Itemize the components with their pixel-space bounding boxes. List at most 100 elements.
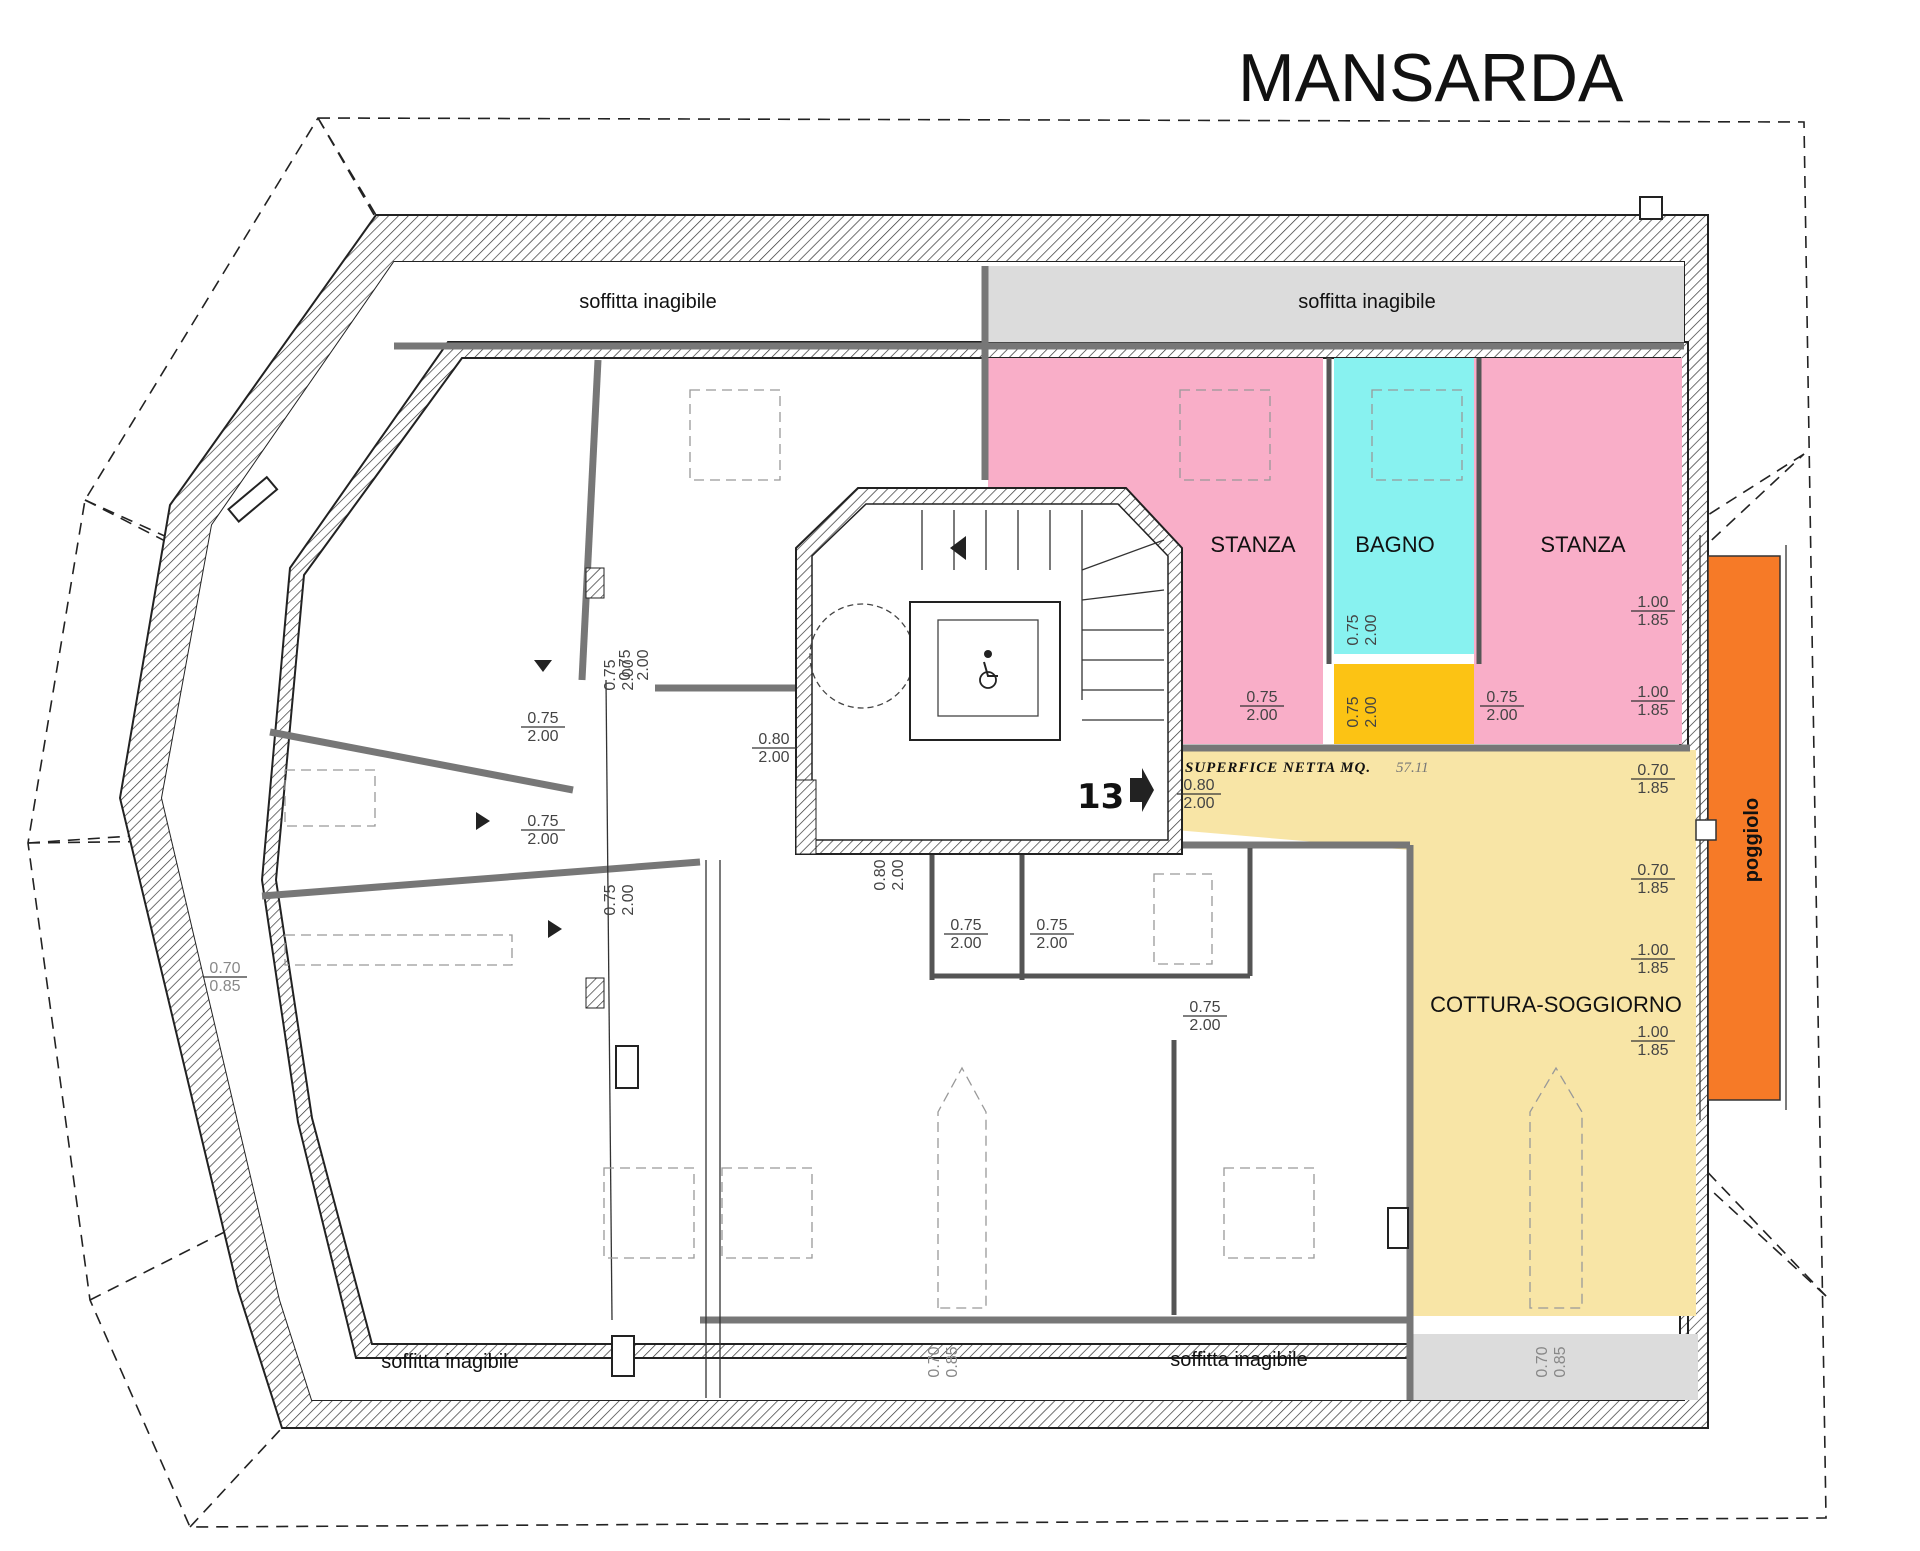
door-dim: 0.80 2.00 xyxy=(872,859,907,890)
svg-text:1.85: 1.85 xyxy=(1637,780,1668,797)
svg-text:0.70: 0.70 xyxy=(1534,1346,1551,1377)
stanza-right-area xyxy=(1474,358,1682,744)
svg-text:2.00: 2.00 xyxy=(1183,795,1214,812)
arrow-down-icon xyxy=(534,660,552,672)
door-dim: 0.80 2.00 xyxy=(1177,777,1221,812)
svg-text:0.75: 0.75 xyxy=(950,917,981,934)
door-dim: 0.75 2.00 xyxy=(521,813,565,848)
svg-text:0.85: 0.85 xyxy=(209,978,240,995)
svg-text:2.00: 2.00 xyxy=(1189,1017,1220,1034)
window-dim: 0.70 0.85 xyxy=(926,1346,961,1377)
svg-text:0.75: 0.75 xyxy=(527,710,558,727)
door-dim: 0.75 2.00 xyxy=(602,659,637,690)
door-dim: 0.75 2.00 xyxy=(1240,689,1284,724)
svg-text:2.00: 2.00 xyxy=(527,728,558,745)
skylights xyxy=(284,389,1583,1309)
cottura-area xyxy=(1175,750,1696,1316)
attic-label-top-left: soffitta inagibile xyxy=(579,291,717,313)
arrow-left-icon xyxy=(950,536,966,560)
attic-grey-bottom-right xyxy=(1410,1334,1698,1400)
stair-core xyxy=(795,487,1183,855)
svg-text:1.85: 1.85 xyxy=(1637,612,1668,629)
door-dim: 0.75 2.00 xyxy=(1345,696,1380,727)
door-dim: 0.80 2.00 xyxy=(752,731,796,766)
svg-text:1.00: 1.00 xyxy=(1637,594,1668,611)
interior-walls xyxy=(261,266,1690,1400)
svg-text:2.00: 2.00 xyxy=(950,935,981,952)
attic-label-bottom-right: soffitta inagibile xyxy=(1170,1349,1308,1371)
attic-label-bottom-left: soffitta inagibile xyxy=(381,1351,519,1373)
window-dim: 0.70 0.85 xyxy=(203,960,247,995)
svg-text:0.80: 0.80 xyxy=(1183,777,1214,794)
svg-text:2.00: 2.00 xyxy=(527,831,558,848)
door-dim: 0.75 2.00 xyxy=(617,649,652,680)
svg-text:0.70: 0.70 xyxy=(1637,762,1668,779)
attic-grey-top-right xyxy=(988,266,1684,342)
svg-text:2.00: 2.00 xyxy=(1246,707,1277,724)
window-dim: 0.70 1.85 xyxy=(1631,862,1675,897)
svg-text:2.00: 2.00 xyxy=(1486,707,1517,724)
svg-text:0.70: 0.70 xyxy=(209,960,240,977)
svg-text:0.70: 0.70 xyxy=(1637,862,1668,879)
entry-arrow-icon xyxy=(1130,768,1154,812)
door-dim: 0.75 2.00 xyxy=(1345,614,1380,645)
svg-text:0.75: 0.75 xyxy=(1486,689,1517,706)
window-dim: 1.00 1.85 xyxy=(1631,594,1675,629)
window-dim: 1.00 1.85 xyxy=(1631,1024,1675,1059)
svg-text:0.75: 0.75 xyxy=(617,649,634,680)
wheelchair-icon xyxy=(979,650,998,689)
svg-text:1.00: 1.00 xyxy=(1637,1024,1668,1041)
svg-text:0.80: 0.80 xyxy=(758,731,789,748)
svg-text:1.85: 1.85 xyxy=(1637,880,1668,897)
svg-text:0.75: 0.75 xyxy=(1036,917,1067,934)
door-dim: 0.75 2.00 xyxy=(944,917,988,952)
svg-text:0.80: 0.80 xyxy=(872,859,889,890)
door-dim: 0.75 2.00 xyxy=(1480,689,1524,724)
arrow-right-icon xyxy=(548,920,562,938)
room-label-bagno: BAGNO xyxy=(1355,532,1434,557)
door-dim: 0.75 2.00 xyxy=(521,710,565,745)
svg-text:2.00: 2.00 xyxy=(635,649,652,680)
stair-treads xyxy=(921,510,1165,721)
apartment-number: 13 xyxy=(1077,777,1124,817)
svg-text:2.00: 2.00 xyxy=(620,884,637,915)
svg-text:2.00: 2.00 xyxy=(620,659,637,690)
arrow-right-icon xyxy=(476,812,490,830)
svg-text:1.85: 1.85 xyxy=(1637,960,1668,977)
room-label-poggiolo: poggiolo xyxy=(1741,798,1763,882)
plan-title: MANSARDA xyxy=(1238,40,1624,116)
room-label-stanza-left: STANZA xyxy=(1210,532,1295,557)
svg-text:0.85: 0.85 xyxy=(944,1346,961,1377)
svg-text:0.75: 0.75 xyxy=(527,813,558,830)
svg-text:2.00: 2.00 xyxy=(1363,696,1380,727)
window-dim: 0.70 1.85 xyxy=(1631,762,1675,797)
window-symbol-icon xyxy=(227,475,279,523)
svg-text:1.00: 1.00 xyxy=(1637,942,1668,959)
svg-text:2.00: 2.00 xyxy=(1363,614,1380,645)
svg-text:0.75: 0.75 xyxy=(1345,614,1362,645)
svg-text:0.75: 0.75 xyxy=(602,884,619,915)
window-dim: 1.00 1.85 xyxy=(1631,942,1675,977)
superficie-value: 57.11 xyxy=(1396,760,1429,776)
svg-text:1.85: 1.85 xyxy=(1637,1042,1668,1059)
svg-text:2.00: 2.00 xyxy=(758,749,789,766)
superficie-label: SUPERFICE NETTA MQ. xyxy=(1185,760,1371,776)
window-dim: 0.70 0.85 xyxy=(1534,1346,1569,1377)
svg-text:1.85: 1.85 xyxy=(1637,702,1668,719)
svg-text:2.00: 2.00 xyxy=(890,859,907,890)
room-label-stanza-right: STANZA xyxy=(1540,532,1625,557)
poggiolo-area xyxy=(1707,555,1781,1101)
door-dim: 0.75 2.00 xyxy=(1030,917,1074,952)
svg-text:0.75: 0.75 xyxy=(602,659,619,690)
svg-text:0.70: 0.70 xyxy=(926,1346,943,1377)
door-dim: 0.75 2.00 xyxy=(602,884,637,915)
window-dim: 1.00 1.85 xyxy=(1631,684,1675,719)
svg-text:0.75: 0.75 xyxy=(1189,999,1220,1016)
svg-text:2.00: 2.00 xyxy=(1036,935,1067,952)
bagno-door-area xyxy=(1334,664,1474,744)
attic-label-top-right: soffitta inagibile xyxy=(1298,291,1436,313)
svg-text:0.85: 0.85 xyxy=(1552,1346,1569,1377)
bagno-area xyxy=(1334,358,1474,654)
room-label-cottura: COTTURA-SOGGIORNO xyxy=(1430,992,1682,1017)
